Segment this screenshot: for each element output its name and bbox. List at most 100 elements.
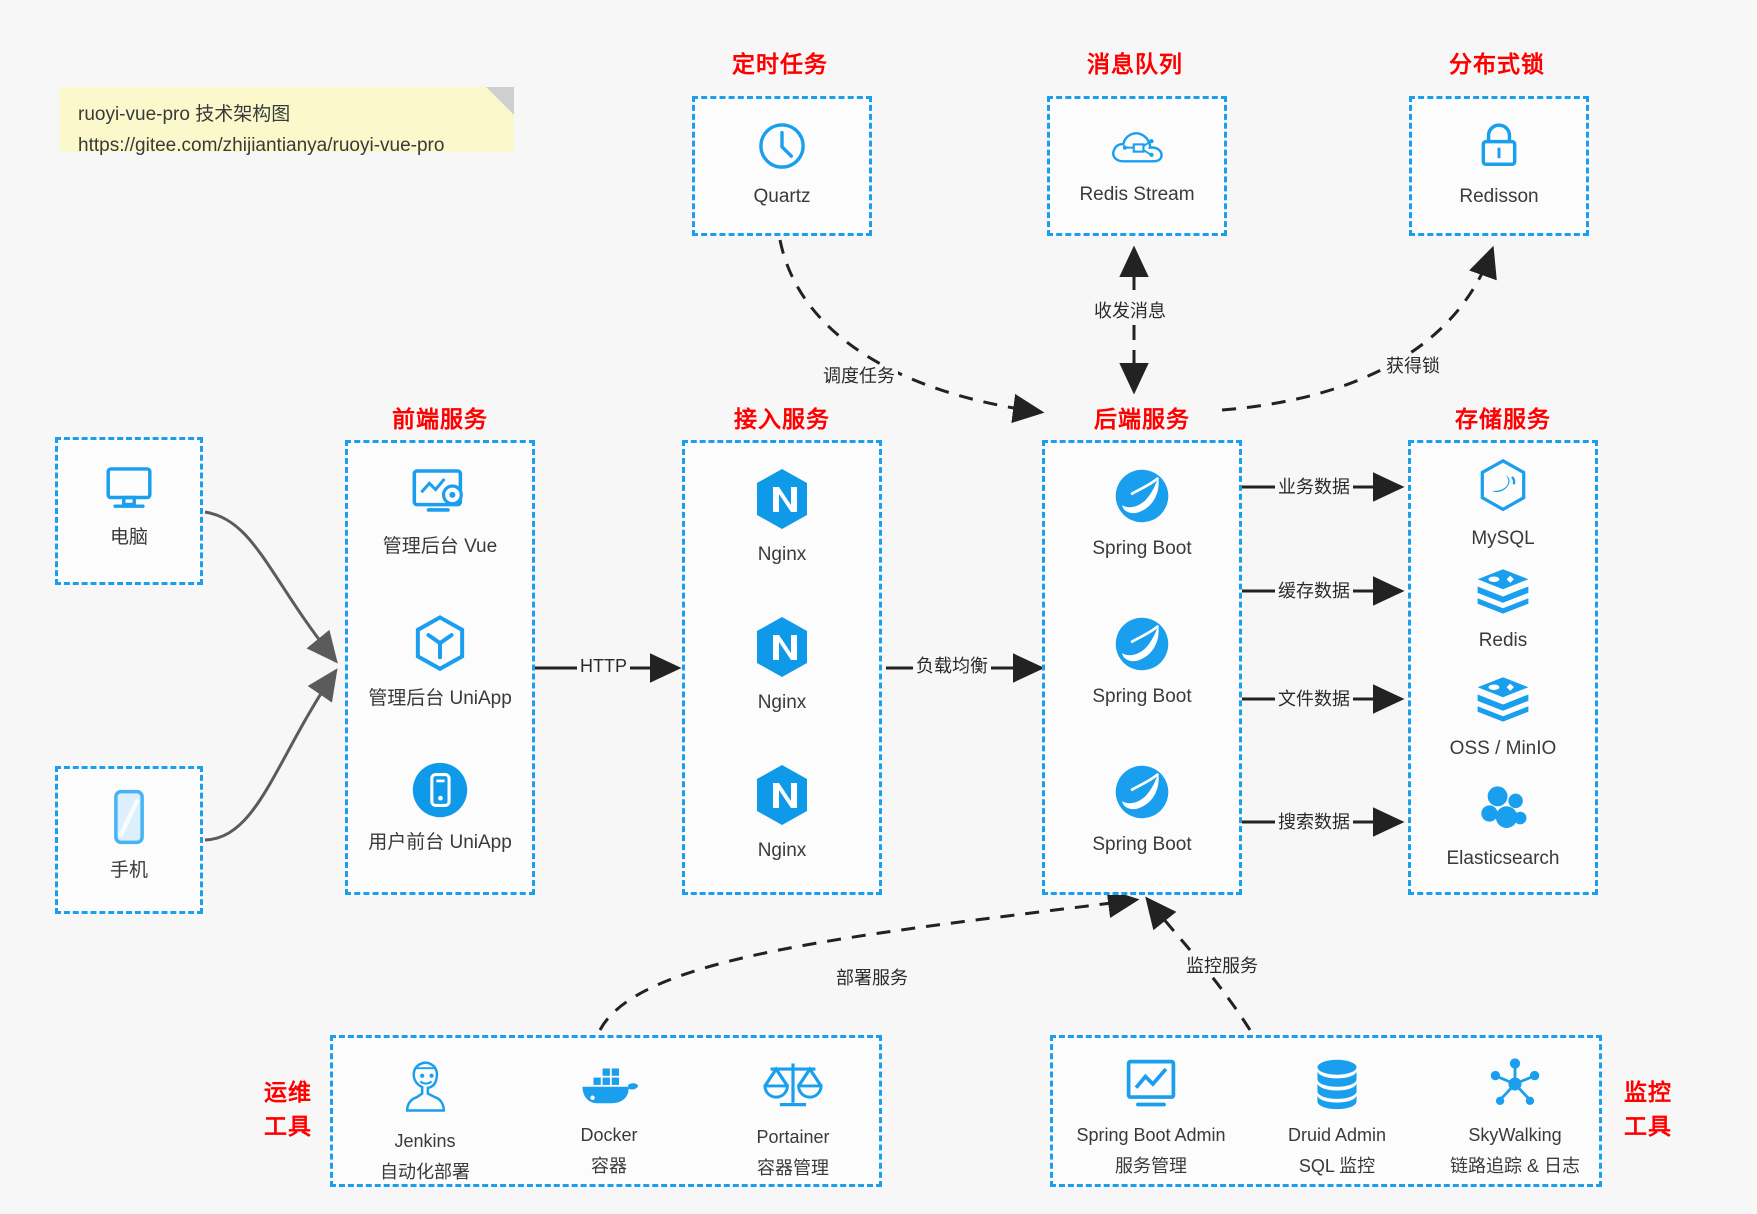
- edge-label-cache-data: 缓存数据: [1275, 580, 1353, 602]
- node-druid-admin[interactable]: Druid Admin SQL 监控: [1249, 1056, 1425, 1179]
- group-box-scheduler: Quartz: [692, 96, 872, 236]
- node-sublabel: 容器管理: [757, 1158, 829, 1178]
- node-spring-boot-2[interactable]: Spring Boot: [1045, 615, 1239, 709]
- group-title-monitor-line2: 工具: [1624, 1113, 1672, 1139]
- node-label: 手机: [109, 860, 148, 881]
- node-sublabel: SQL 监控: [1298, 1156, 1376, 1176]
- note-line-1: ruoyi-vue-pro 技术架构图: [78, 104, 291, 125]
- group-box-backend: Spring Boot Spring Boot Spring Boot: [1042, 440, 1242, 895]
- edge-label-load-balance: 负载均衡: [913, 655, 991, 677]
- node-portainer[interactable]: Portainer 容器管理: [701, 1056, 885, 1181]
- edge-label-search-data: 搜索数据: [1275, 811, 1353, 833]
- group-box-devops: Jenkins 自动化部署 Docker: [330, 1035, 882, 1187]
- node-skywalking[interactable]: SkyWalking 链路追踪 & 日志: [1425, 1056, 1605, 1179]
- node-label: 管理后台 UniApp: [368, 688, 512, 709]
- group-title-scheduler: 定时任务: [732, 51, 828, 77]
- cloud-network-icon: [1108, 121, 1166, 176]
- mysql-icon: [1476, 457, 1530, 520]
- node-jenkins[interactable]: Jenkins 自动化部署: [333, 1056, 517, 1185]
- node-label: Jenkins: [394, 1131, 456, 1151]
- group-box-mq: Redis Stream: [1047, 96, 1227, 236]
- group-title-lock: 分布式锁: [1449, 51, 1545, 77]
- node-oss-minio[interactable]: OSS / MinIO: [1411, 673, 1595, 761]
- node-docker[interactable]: Docker 容器: [517, 1056, 701, 1179]
- group-title-devops-line2: 工具: [264, 1113, 312, 1139]
- group-box-lock: Redisson: [1409, 96, 1589, 236]
- nginx-icon: [753, 615, 811, 684]
- node-redis[interactable]: Redis: [1411, 565, 1595, 653]
- jenkins-icon: [394, 1056, 456, 1123]
- node-nginx-1[interactable]: Nginx: [685, 467, 879, 567]
- nginx-icon: [753, 467, 811, 536]
- node-label: Redis Stream: [1079, 184, 1195, 205]
- node-redisson[interactable]: Redisson: [1412, 119, 1586, 209]
- group-title-backend: 后端服务: [1094, 406, 1190, 432]
- node-sublabel: 容器: [591, 1156, 627, 1176]
- group-box-monitor: Spring Boot Admin 服务管理 Druid Admin SQL 监…: [1050, 1035, 1602, 1187]
- node-quartz[interactable]: Quartz: [695, 119, 869, 209]
- node-mysql[interactable]: MySQL: [1411, 457, 1595, 551]
- node-admin-uniapp[interactable]: 管理后台 UniApp: [348, 613, 532, 711]
- dashboard-gear-icon: [409, 465, 471, 528]
- desktop-icon: [101, 462, 157, 519]
- edge-quartz-to-backend: [778, 239, 1045, 424]
- group-title-mq: 消息队列: [1087, 51, 1183, 77]
- node-computer[interactable]: 电脑: [58, 462, 200, 550]
- mobile-icon: [108, 787, 150, 852]
- node-label: Nginx: [757, 544, 807, 565]
- edge-label-acquire-lock: 获得锁: [1383, 355, 1443, 377]
- edge-phone-to-frontend: [204, 668, 338, 842]
- node-label: SkyWalking: [1468, 1125, 1562, 1145]
- docker-icon: [577, 1056, 641, 1117]
- database-icon: [1310, 1056, 1364, 1117]
- node-elasticsearch[interactable]: Elasticsearch: [1411, 783, 1595, 871]
- group-title-monitor-line1: 监控: [1624, 1079, 1672, 1105]
- mobile-app-icon: [411, 761, 469, 824]
- group-box-frontend: 管理后台 Vue 管理后台 UniApp 用户前台 UniApp: [345, 440, 535, 895]
- node-user-uniapp[interactable]: 用户前台 UniApp: [348, 761, 532, 855]
- node-spring-boot-3[interactable]: Spring Boot: [1045, 763, 1239, 857]
- client-box-computer: 电脑: [55, 437, 203, 585]
- node-label: Spring Boot: [1092, 686, 1192, 707]
- edge-computer-to-frontend: [204, 510, 338, 664]
- node-label: Nginx: [757, 840, 807, 861]
- node-label: Portainer: [756, 1127, 830, 1147]
- node-label: Elasticsearch: [1446, 848, 1560, 869]
- spring-boot-icon: [1113, 615, 1171, 678]
- node-label: Docker: [580, 1125, 638, 1145]
- node-label: Redis: [1478, 630, 1528, 651]
- node-label: 管理后台 Vue: [382, 536, 498, 557]
- node-spring-boot-admin[interactable]: Spring Boot Admin 服务管理: [1053, 1056, 1249, 1179]
- node-nginx-3[interactable]: Nginx: [685, 763, 879, 863]
- group-title-storage: 存储服务: [1455, 406, 1551, 432]
- node-phone[interactable]: 手机: [58, 787, 200, 883]
- node-nginx-2[interactable]: Nginx: [685, 615, 879, 715]
- edge-label-deploy-service: 部署服务: [833, 967, 911, 989]
- edge-backend-to-lock: [1221, 245, 1497, 412]
- spring-boot-icon: [1113, 763, 1171, 826]
- note-fold-icon: [486, 87, 514, 115]
- node-sublabel: 链路追踪 & 日志: [1449, 1156, 1580, 1176]
- node-label: Spring Boot: [1092, 834, 1192, 855]
- group-box-storage: MySQL Redis: [1408, 440, 1598, 895]
- node-label: Spring Boot: [1092, 538, 1192, 559]
- redis-icon: [1474, 673, 1532, 730]
- redis-icon: [1474, 565, 1532, 622]
- node-label: Nginx: [757, 692, 807, 713]
- node-label: Quartz: [753, 186, 811, 207]
- edge-label-monitor-service: 监控服务: [1183, 955, 1261, 977]
- node-label: 用户前台 UniApp: [368, 832, 512, 853]
- node-admin-vue[interactable]: 管理后台 Vue: [348, 465, 532, 559]
- edge-deploy-service: [598, 888, 1140, 1031]
- cube-icon: [411, 613, 469, 680]
- group-title-gateway: 接入服务: [734, 406, 830, 432]
- group-title-devops: 运维 工具: [255, 1075, 321, 1143]
- node-sublabel: 自动化部署: [380, 1162, 470, 1182]
- node-label: Druid Admin: [1287, 1125, 1387, 1145]
- edge-label-schedule-task: 调度任务: [820, 365, 898, 387]
- node-spring-boot-1[interactable]: Spring Boot: [1045, 467, 1239, 561]
- node-redis-stream[interactable]: Redis Stream: [1050, 121, 1224, 207]
- group-title-devops-line1: 运维: [264, 1079, 312, 1105]
- diagram-note: ruoyi-vue-pro 技术架构图 https://gitee.com/zh…: [60, 87, 514, 156]
